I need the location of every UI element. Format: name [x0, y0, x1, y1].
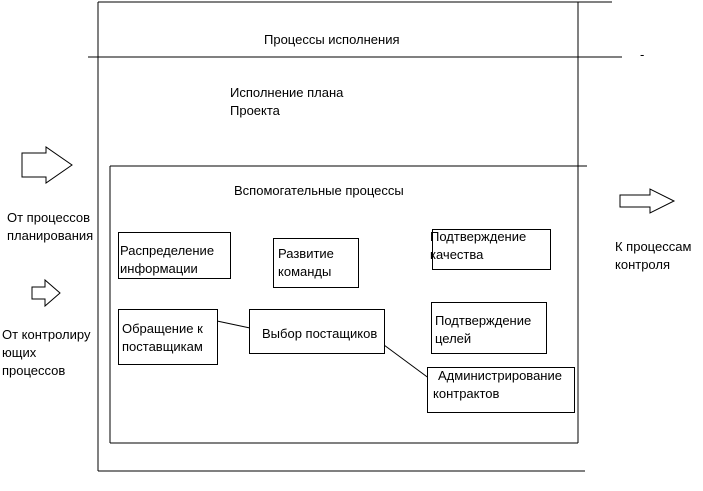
box-suppliers — [118, 309, 218, 365]
arrow-planning-icon — [21, 146, 73, 184]
arrow-control-icon — [31, 278, 61, 308]
box-team-line-2: команды — [278, 264, 332, 279]
box-distribution-line-1: Распределение — [120, 243, 215, 258]
output-line-1: К процессам — [615, 239, 692, 254]
box-team-line-1: Развитие — [278, 246, 334, 261]
input-control-line-2: ющих — [2, 345, 37, 360]
box-contracts — [427, 367, 575, 413]
box-quality — [432, 229, 551, 270]
input-planning-line-1: От процессов — [7, 210, 90, 225]
box-suppliers-line-1: Обращение к — [122, 321, 203, 336]
box-contracts-line-2: контрактов — [433, 386, 500, 401]
input-planning-line-2: планирования — [7, 228, 94, 243]
box-contracts-line-1: Администрирование — [438, 368, 562, 383]
support-title: Вспомогательные процессы — [234, 183, 404, 198]
connector-suppliers-selection — [216, 320, 251, 329]
arrow-output-icon — [619, 188, 676, 214]
input-control-line-3: процессов — [2, 363, 66, 378]
box-quality-line-2: качества — [430, 247, 484, 262]
box-team — [273, 238, 359, 288]
box-distribution-line-2: информации — [120, 261, 198, 276]
input-control-line-1: От контролиру — [2, 327, 91, 342]
stray-mark: - — [640, 47, 645, 62]
output-line-2: контроля — [615, 257, 670, 272]
plan-execution-line-1: Исполнение плана — [230, 85, 344, 100]
box-quality-line-1: Подтверждение — [430, 229, 527, 244]
box-goals-line-1: Подтверждение — [435, 313, 532, 328]
box-suppliers-line-2: поставщикам — [122, 339, 203, 354]
box-selection — [249, 309, 385, 354]
box-goals-line-2: целей — [435, 331, 472, 346]
outer-title: Процессы исполнения — [264, 32, 400, 47]
plan-execution-line-2: Проекта — [230, 103, 280, 118]
box-distribution — [118, 232, 231, 279]
box-selection-line-1: Выбор постащиков — [262, 326, 378, 341]
box-goals — [431, 302, 547, 354]
connector-selection-contracts — [383, 344, 431, 380]
